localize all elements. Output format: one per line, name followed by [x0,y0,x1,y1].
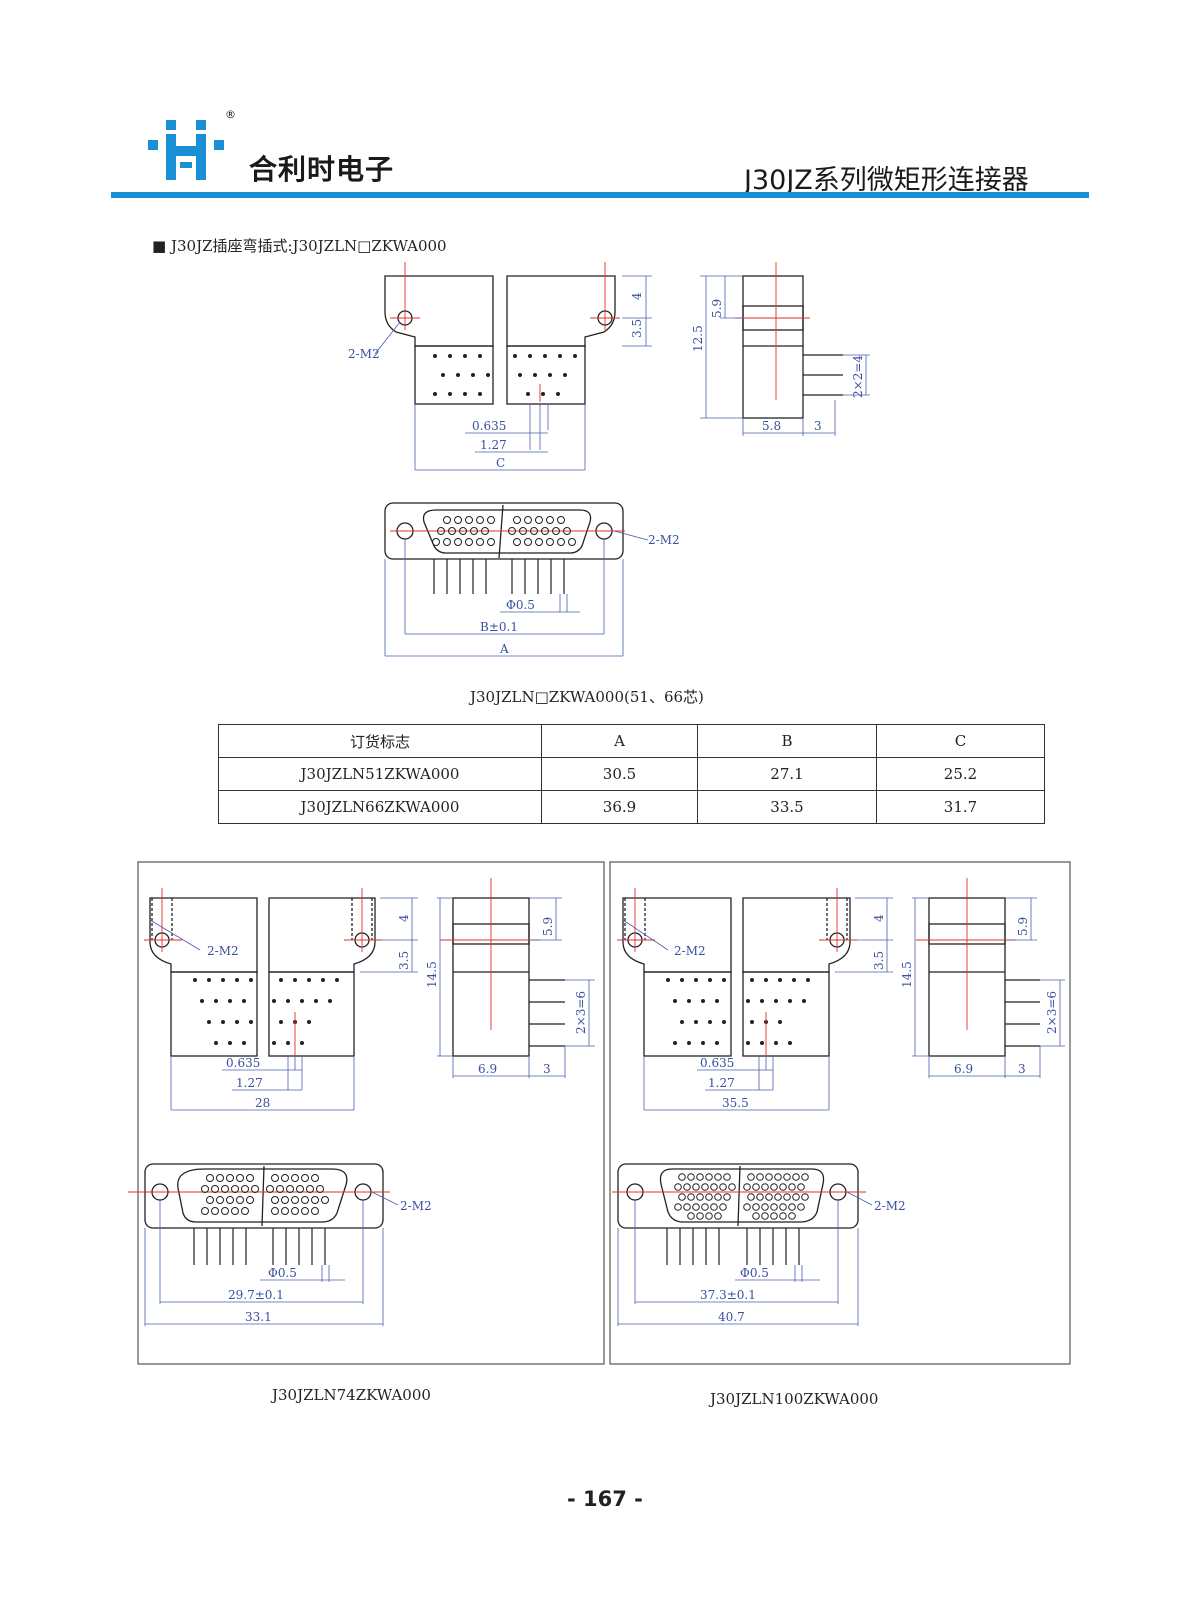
dim-100-B: 37.3±0.1 [700,1288,756,1302]
dim-74-1.27: 1.27 [236,1076,263,1090]
header-rule [111,192,1089,198]
dim-74-28: 28 [255,1096,270,1110]
table-header-row: 订货标志 A B C [218,724,1045,758]
dim-12.5: 12.5 [691,325,705,352]
pin-holes-left [433,354,490,396]
table-row: J30JZLN51ZKWA000 30.5 27.1 25.2 [218,757,1045,791]
cell: 31.7 [876,790,1045,824]
cell: J30JZLN66ZKWA000 [218,790,542,824]
dim-2-M2-face: 2-M2 [648,533,680,547]
dim-100-14.5: 14.5 [900,961,914,988]
dim-74-3: 3 [543,1062,551,1076]
brand-name: 合利时电子 [249,153,395,186]
dim-100-3: 3 [1018,1062,1026,1076]
dim-74-phi: Φ0.5 [268,1266,297,1280]
dim-74-4: 4 [397,914,411,922]
dim-100-1.27: 1.27 [708,1076,735,1090]
dim-74-14.5: 14.5 [425,961,439,988]
drawing-panels: 2-M2 4 3.5 0.635 1.27 28 14.5 5. [128,861,1071,1365]
dim-phi: Φ0.5 [506,598,535,612]
dim-2-M2-top: 2-M2 [348,347,380,361]
caption-74: J30JZLN74ZKWA000 [272,1386,431,1404]
dim-74-2x3: 2×3=6 [574,991,588,1034]
dim-C: C [496,456,505,470]
dim-74-3.5: 3.5 [397,951,411,970]
dim-74-5.9: 5.9 [541,917,555,936]
dim-100-2-M2-face: 2-M2 [874,1199,906,1213]
dim-3-side: 3 [814,419,822,433]
dim-3.5: 3.5 [630,319,644,338]
caption-51-66: J30JZLN□ZKWA000(51、66芯) [470,688,704,706]
dim-74-0.635: 0.635 [226,1056,260,1070]
drawing-100: 2-M2 4 3.5 0.635 1.27 35.5 14.5 [612,878,1065,1326]
drawing-51-66: 4 3.5 2-M2 0.635 1.27 C 12.5 5.9 2×2=4 5… [348,262,870,657]
dim-4: 4 [630,292,644,300]
dim-100-2x3: 2×3=6 [1045,991,1059,1034]
dim-100-35.5: 35.5 [722,1096,749,1110]
cell: 27.1 [697,757,877,791]
dim-100-4: 4 [872,914,886,922]
section-title-text: J30JZ插座弯插式:J30JZLN□ZKWA000 [170,237,447,255]
drawing-74: 2-M2 4 3.5 0.635 1.27 28 14.5 5. [128,878,595,1326]
dim-B: B±0.1 [480,620,518,634]
section-bullet: ■ [152,237,167,255]
dim-1.27: 1.27 [480,438,507,452]
panel-100-frame [609,861,1071,1365]
dim-74-2-M2-face: 2-M2 [400,1199,432,1213]
dim-100-2-M2-top: 2-M2 [674,944,706,958]
dim-5.9: 5.9 [710,299,724,318]
panel-74-frame [137,861,605,1365]
dim-0.635: 0.635 [472,419,506,433]
dim-100-3.5: 3.5 [872,951,886,970]
cell: 36.9 [541,790,698,824]
dim-74-A: 33.1 [245,1310,272,1324]
dim-74-6.9: 6.9 [478,1062,497,1076]
table-row: J30JZLN66ZKWA000 36.9 33.5 31.7 [218,790,1045,824]
cell: J30JZLN51ZKWA000 [218,757,542,791]
section-title: ■ J30JZ插座弯插式:J30JZLN□ZKWA000 [152,235,447,256]
th-order: 订货标志 [218,724,542,758]
dim-100-phi: Φ0.5 [740,1266,769,1280]
dim-74-B: 29.7±0.1 [228,1288,284,1302]
cell: 25.2 [876,757,1045,791]
dim-100-0.635: 0.635 [700,1056,734,1070]
series-title: J30JZ系列微矩形连接器 [744,165,1029,196]
dim-2x2: 2×2=4 [851,355,865,398]
caption-100: J30JZLN100ZKWA000 [710,1390,879,1408]
dim-100-5.9: 5.9 [1016,917,1030,936]
page-number: - 167 - [567,1487,643,1511]
cell: 33.5 [697,790,877,824]
order-table: 订货标志 A B C J30JZLN51ZKWA000 30.5 27.1 25… [218,724,1045,824]
brand-logo-icon [148,120,224,180]
registered-mark: ® [225,108,236,121]
th-C: C [876,724,1045,758]
dim-5.8: 5.8 [762,419,781,433]
dim-74-2-M2-top: 2-M2 [207,944,239,958]
dim-A: A [499,642,509,656]
dim-100-6.9: 6.9 [954,1062,973,1076]
dim-100-A: 40.7 [718,1310,745,1324]
